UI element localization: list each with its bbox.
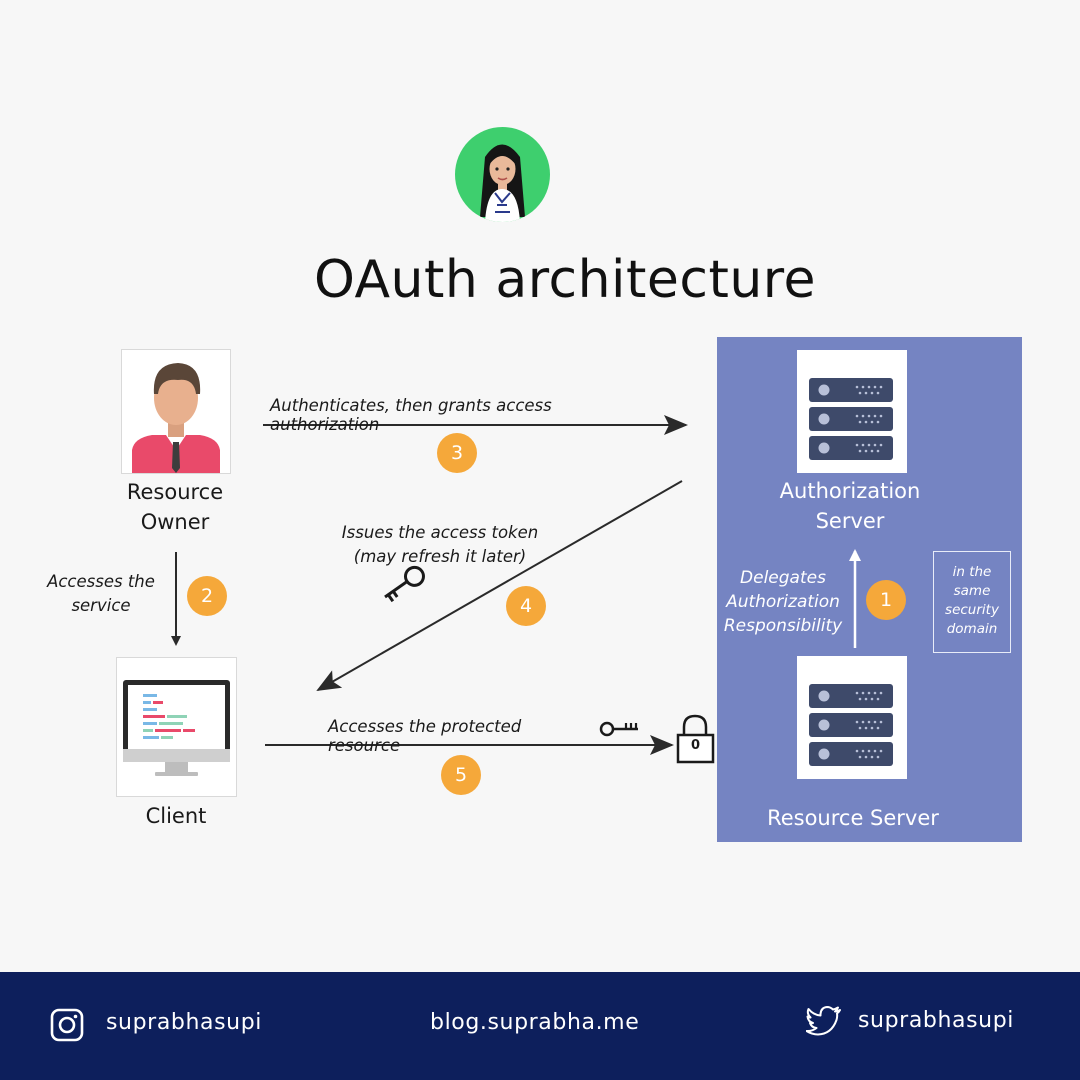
lock-digit: 0 bbox=[690, 738, 701, 753]
twitter-handle[interactable]: suprabhasupi bbox=[858, 1008, 1014, 1033]
resource-owner-label: Resource Owner bbox=[105, 477, 245, 537]
instagram-handle[interactable]: suprabhasupi bbox=[106, 1010, 262, 1035]
footer: suprabhasupi blog.suprabha.me suprabhasu… bbox=[0, 972, 1080, 1080]
edge-4-label-line2: (may refresh it later) bbox=[353, 547, 527, 566]
edge-2-label-line1: Accesses the bbox=[47, 572, 155, 591]
edge-5-label: Accesses the protected resource bbox=[328, 717, 522, 755]
edge-4-label-line1: Issues the access token bbox=[341, 523, 539, 542]
domain-note-line2: same bbox=[953, 583, 991, 599]
key-icon bbox=[599, 721, 638, 737]
step-5-badge: 5 bbox=[441, 755, 481, 795]
client-label: Client bbox=[145, 804, 207, 828]
resource-server-label: Resource Server bbox=[767, 806, 939, 830]
avatar bbox=[455, 127, 550, 222]
edge-1-label: Delegates Authorization Responsibility bbox=[723, 566, 843, 638]
edge-1-label-line3: Responsibility bbox=[723, 616, 843, 636]
step-4-badge: 4 bbox=[506, 586, 546, 626]
user-icon bbox=[132, 363, 220, 473]
step-2-badge: 2 bbox=[187, 576, 227, 616]
step-1-badge: 1 bbox=[866, 580, 906, 620]
edge-4-arrow bbox=[316, 480, 683, 691]
resource-owner-label-line2: Owner bbox=[140, 510, 210, 534]
edge-1-label-line1: Delegates bbox=[740, 568, 826, 588]
edge-2-label-line2: service bbox=[71, 596, 131, 615]
lock-icon bbox=[676, 714, 715, 764]
avatar-illustration bbox=[480, 144, 525, 222]
resource-owner-card bbox=[121, 349, 231, 474]
server-icon bbox=[809, 378, 893, 460]
security-domain-note: in the same security domain bbox=[933, 551, 1011, 653]
domain-note-line1: in the bbox=[952, 564, 992, 580]
blog-link[interactable]: blog.suprabha.me bbox=[430, 1010, 640, 1035]
resource-server-card bbox=[797, 656, 907, 779]
domain-note-line3: security bbox=[945, 602, 999, 618]
step-3-badge: 3 bbox=[437, 433, 477, 473]
authorization-server-label-line2: Server bbox=[815, 509, 885, 533]
authorization-server-label-line1: Authorization bbox=[779, 479, 921, 503]
domain-note-line4: domain bbox=[946, 621, 998, 637]
edge-2-label: Accesses the service bbox=[40, 570, 162, 618]
resource-owner-label-line1: Resource bbox=[126, 480, 224, 504]
twitter-icon[interactable] bbox=[806, 1006, 842, 1036]
instagram-icon[interactable] bbox=[50, 1008, 84, 1042]
edge-3-label: Authenticates, then grants access author… bbox=[270, 396, 552, 434]
client-card bbox=[116, 657, 237, 797]
server-icon bbox=[809, 684, 893, 766]
authorization-server-label: Authorization Server bbox=[760, 476, 940, 536]
page-title: OAuth architecture bbox=[313, 250, 817, 310]
key-icon bbox=[384, 565, 425, 603]
authorization-server-card bbox=[797, 350, 907, 473]
edge-4-label: Issues the access token (may refresh it … bbox=[335, 521, 545, 569]
monitor-icon bbox=[123, 680, 230, 776]
edge-1-label-line2: Authorization bbox=[726, 592, 840, 612]
